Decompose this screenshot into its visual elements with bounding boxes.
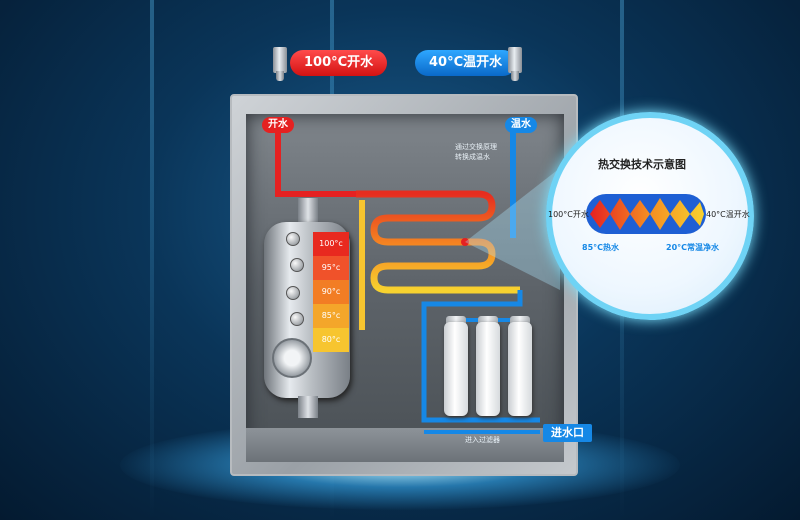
filter-cap [478,316,498,326]
filter-cap [510,316,530,326]
temp-level-95: 95°c [313,256,349,280]
hot-water-tap [270,47,290,81]
zoom-ray [465,168,560,290]
heat-exchange-coil [356,190,520,294]
exchange-bottom-right: 20°C常温净水 [666,243,720,252]
temp-level-80: 80°c [313,328,349,352]
exchange-flame [590,198,704,230]
temp-level-90: 90°c [313,280,349,304]
tank-gauge [272,338,312,378]
tank-knob [286,286,300,300]
light-beam [150,0,154,520]
temp-level-100: 100°c [313,232,349,256]
heat-exchange-title: 热交换技术示意图 [598,158,686,171]
filter-cartridge [444,322,468,416]
water-inlet-label: 进水口 [543,424,592,442]
hot-pipe-tag: 开水 [262,117,294,133]
tank-knob [290,258,304,272]
exchange-point [461,238,469,246]
filter-cartridge [508,322,532,416]
hot-pipe [275,130,356,197]
filter-cap [446,316,466,326]
temperature-scale: 100°c 95°c 90°c 85°c 80°c [313,232,349,352]
tank-knob [290,312,304,326]
tank-knob [286,232,300,246]
warm-pipe-tag: 温水 [505,117,537,133]
cold-pipe [421,290,540,423]
exchange-right-out: 40°C温开水 [706,210,750,219]
filter-entry-label: 进入过滤器 [465,436,500,444]
warm-water-badge: 40°C温开水 [415,50,517,76]
exchange-bottom-left: 85°C热水 [582,243,620,252]
tank-top-fitting [298,198,318,224]
temp-level-85: 85°c [313,304,349,328]
warm-water-tap [505,47,525,81]
exchange-left-in: 100°C开水 [548,210,589,219]
hot-water-badge: 100°C开水 [290,50,388,76]
exchange-note: 通过交换原理 转换成温水 [455,143,497,161]
filter-cartridge [476,322,500,416]
tank-bottom-fitting [298,396,318,418]
